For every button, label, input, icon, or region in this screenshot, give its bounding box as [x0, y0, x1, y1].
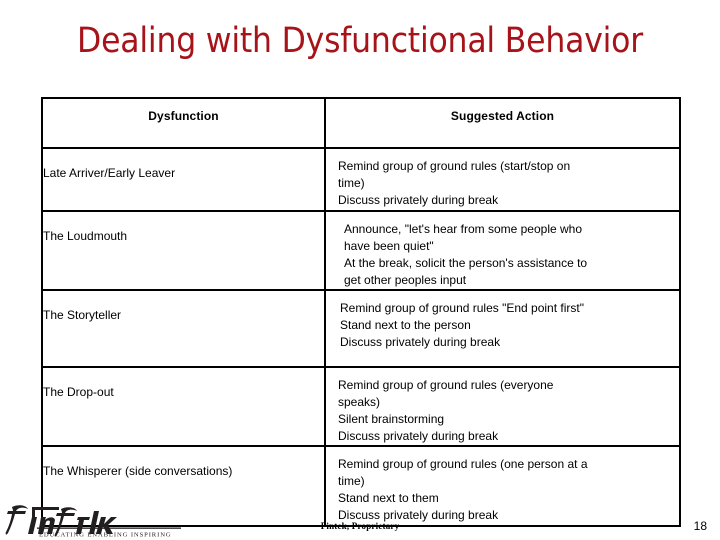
cell-suggested-action: Announce, "let's hear from some people w… — [324, 209, 681, 292]
column-header-suggested-action: Suggested Action — [324, 97, 681, 149]
action-line: have been quiet" — [344, 239, 434, 254]
table-row: The Whisperer (side conversations) Remin… — [41, 445, 681, 528]
dysfunction-label: The Storyteller — [43, 308, 122, 323]
column-header-suggested-action-label: Suggested Action — [450, 109, 555, 123]
action-line: Announce, "let's hear from some people w… — [344, 222, 583, 236]
fintek-logo-tagline: EDUCATING ENABLING INSPIRING — [39, 532, 172, 539]
page-title: Dealing with Dysfunctional Behavior — [77, 21, 643, 61]
cell-dysfunction: Late Arriver/Early Leaver — [41, 147, 326, 212]
table-row: The Storyteller Remind group of ground r… — [41, 289, 681, 369]
action-line: Silent brainstorming — [338, 412, 445, 427]
action-list: Remind group of ground rules (one person… — [326, 447, 679, 524]
table-row: The Loudmouth Announce, "let's hear from… — [41, 209, 681, 292]
action-line: Stand next to the person — [340, 318, 471, 333]
action-line: time) — [338, 474, 365, 489]
dysfunction-table-container: Dysfunction Suggested Action Late Arrive… — [41, 97, 681, 528]
dysfunction-label: The Loudmouth — [43, 229, 128, 243]
action-list: Remind group of ground rules "End point … — [326, 291, 679, 351]
action-line: Remind group of ground rules (one person… — [338, 457, 588, 472]
action-line: Discuss privately during break — [338, 508, 499, 523]
fintek-logo: EDUCATING ENABLING INSPIRING — [4, 503, 184, 540]
table-header-row: Dysfunction Suggested Action — [41, 97, 681, 149]
cell-dysfunction: The Storyteller — [41, 289, 326, 369]
fintek-logo-icon: EDUCATING ENABLING INSPIRING — [5, 505, 181, 539]
dysfunction-label: The Drop-out — [43, 385, 114, 400]
table-row: The Drop-out Remind group of ground rule… — [41, 366, 681, 448]
dysfunction-table: Dysfunction Suggested Action Late Arrive… — [41, 97, 681, 528]
cell-dysfunction: The Drop-out — [41, 366, 326, 448]
action-line: Discuss privately during break — [338, 429, 499, 444]
footer-proprietary-text: Fintek, Proprietary — [320, 521, 400, 531]
action-line: speaks) — [338, 395, 381, 410]
cell-suggested-action: Remind group of ground rules (everyone s… — [324, 366, 681, 448]
table-row: Late Arriver/Early Leaver Remind group o… — [41, 147, 681, 212]
column-header-dysfunction-label: Dysfunction — [148, 109, 219, 123]
action-line: At the break, solicit the person's assis… — [344, 256, 588, 271]
dysfunction-label: The Whisperer (side conversations) — [43, 464, 233, 479]
cell-suggested-action: Remind group of ground rules "End point … — [324, 289, 681, 369]
cell-suggested-action: Remind group of ground rules (start/stop… — [324, 147, 681, 212]
action-line: get other peoples input — [344, 273, 467, 288]
action-line: Remind group of ground rules (everyone — [338, 378, 554, 393]
action-list: Remind group of ground rules (start/stop… — [326, 149, 679, 209]
action-list: Remind group of ground rules (everyone s… — [326, 368, 679, 445]
action-line: Discuss privately during break — [340, 335, 501, 350]
cell-suggested-action: Remind group of ground rules (one person… — [324, 445, 681, 528]
action-line: Remind group of ground rules "End point … — [340, 301, 584, 316]
page-number: 18 — [693, 519, 707, 533]
dysfunction-label: Late Arriver/Early Leaver — [43, 166, 176, 180]
column-header-dysfunction: Dysfunction — [41, 97, 326, 149]
cell-dysfunction: The Loudmouth — [41, 209, 326, 292]
action-list: Announce, "let's hear from some people w… — [326, 212, 679, 289]
action-line: Discuss privately during break — [338, 193, 499, 208]
action-line: Stand next to them — [338, 491, 439, 506]
cell-dysfunction: The Whisperer (side conversations) — [41, 445, 326, 528]
action-line: Remind group of ground rules (start/stop… — [338, 159, 571, 173]
action-line: time) — [338, 176, 365, 191]
